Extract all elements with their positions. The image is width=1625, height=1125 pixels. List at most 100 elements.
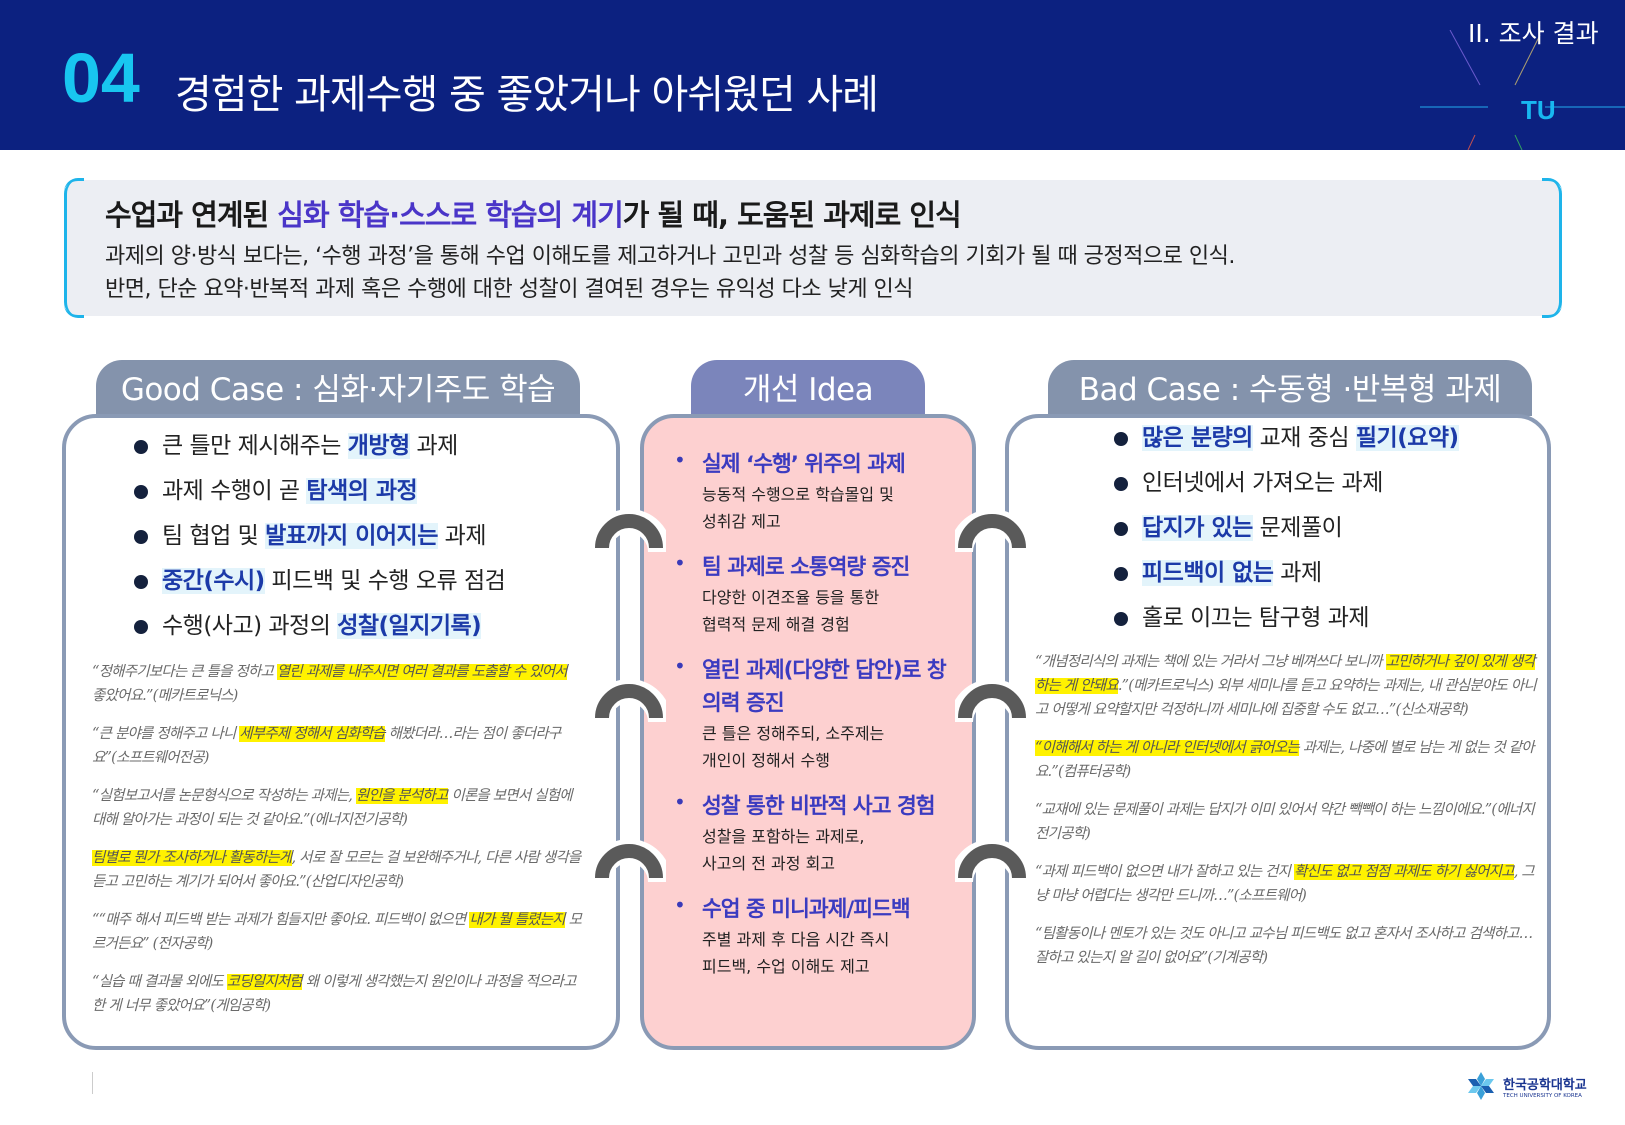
summary-heading: 수업과 연계된 심화 학습·스스로 학습의 계기가 될 때, 도움된 과제로 인… xyxy=(105,192,962,234)
idea-title: 실제 ‘수행’ 위주의 과제 xyxy=(702,452,906,477)
text-segment: 모르거든요” (전자공학) xyxy=(92,912,582,952)
bullet-item: 중간(수시) 피드백 및 수행 오류 점검 xyxy=(134,561,506,606)
idea-title: 열린 과제(다양한 답안)로 창의력 증진 xyxy=(702,658,947,716)
text-segment: “개념정리식의 과제는 책에 있는 거라서 그냥 베껴쓰다 보니까 xyxy=(1035,654,1386,670)
highlighted-text: 필기(요약) xyxy=(1355,425,1459,451)
highlighted-text: 개방형 xyxy=(347,433,410,459)
idea-item: 열린 과제(다양한 답안)로 창의력 증진큰 틀은 정해주되, 소주제는 개인이… xyxy=(674,654,964,774)
bullet-item: 인터넷에서 가져오는 과제 xyxy=(1114,463,1459,508)
page-title: 경험한 과제수행 중 좋았거나 아쉬웠던 사례 xyxy=(175,72,879,118)
summary-box: 수업과 연계된 심화 학습·스스로 학습의 계기가 될 때, 도움된 과제로 인… xyxy=(64,178,1562,318)
interview-quote: “정해주기보다는 큰 틀을 정하고 열린 과제를 내주시면 여러 결과를 도출할… xyxy=(92,660,582,708)
highlighted-text: 팀별로 뭔가 조사하거나 활동하는게 xyxy=(92,850,292,866)
link-arch-icon xyxy=(955,509,1029,553)
section-number: 04 xyxy=(62,39,140,117)
section-label: II. 조사 결과 xyxy=(1468,19,1599,48)
bullet-item: 피드백이 없는 과제 xyxy=(1114,553,1459,598)
text-segment: 팀 협업 및 xyxy=(162,523,266,549)
snowflake-logo-icon xyxy=(1468,1072,1494,1100)
bad-case-tab: Bad Case : 수동형 ·반복형 과제 xyxy=(1048,360,1532,416)
logo-korean: 한국공학대학교 xyxy=(1503,1077,1587,1093)
text-segment: 문제풀이 xyxy=(1252,515,1343,541)
text-segment: “큰 분야를 정해주고 나니 xyxy=(92,726,240,742)
highlighted-text: 열린 과제를 내주시면 여러 결과를 도출할 수 있어서 xyxy=(276,664,568,680)
link-arch-icon xyxy=(592,839,666,883)
idea-tab: 개선 Idea xyxy=(691,360,925,416)
text-segment: ““매주 해서 피드백 받는 과제가 힘들지만 좋아요. 피드백이 없으면 xyxy=(92,912,470,928)
summary-line: 과제의 양·방식 보다는, ‘수행 과정’을 통해 수업 이해도를 제고하거나 … xyxy=(105,244,1235,269)
idea-desc: 주별 과제 후 다음 시간 즉시 피드백, 수업 이해도 제고 xyxy=(702,930,890,976)
link-arch-icon xyxy=(592,509,666,553)
bullet-item: 과제 수행이 곧 탐색의 과정 xyxy=(134,471,505,516)
text-segment: “과제 피드백이 없으면 내가 잘하고 있는 건지 xyxy=(1035,864,1294,880)
link-arch-icon xyxy=(592,679,666,723)
highlighted-text: 원인을 분석하고 xyxy=(355,788,448,804)
text-segment: , 서로 잘 모르는 걸 보완해주거나, 다른 사람 생각을 듣고 고민하는 계… xyxy=(92,850,581,890)
text-segment: 수업과 연계된 xyxy=(105,198,278,232)
idea-title: 팀 과제로 소통역량 증진 xyxy=(702,555,910,580)
tu-logo-lines-icon xyxy=(1420,30,1625,150)
text-segment: “실험보고서를 논문형식으로 작성하는 과제는, xyxy=(92,788,356,804)
highlighted-text: 많은 분량의 xyxy=(1142,425,1253,451)
link-arch-icon xyxy=(955,839,1029,883)
bad-quotes: “개념정리식의 과제는 책에 있는 거라서 그냥 베껴쓰다 보니까 고민하거나 … xyxy=(1035,650,1540,984)
tu-logo: TU xyxy=(1521,95,1556,125)
bullet-item: 홀로 이끄는 탐구형 과제 xyxy=(1114,598,1459,643)
interview-quote: “실험보고서를 논문형식으로 작성하는 과제는, 원인을 분석하고 이론을 보면… xyxy=(92,784,582,832)
text-segment: 교재 중심 xyxy=(1252,425,1356,451)
text-segment: 과제 xyxy=(409,433,459,459)
text-segment: 이론을 보면서 실험에 대해 알아가는 과정이 되는 것 같아요.”(에너지전기… xyxy=(92,788,573,828)
good-case-tab: Good Case : 심화·자기주도 학습 xyxy=(96,360,580,416)
highlighted-text: 발표까지 이어지는 xyxy=(265,523,438,549)
link-arch-icon xyxy=(955,679,1029,723)
text-segment: .”(메카트로닉스) 외부 세미나를 듣고 요약하는 과제는, 내 관심분야도 … xyxy=(1035,678,1537,718)
highlighted-text: 세부주제 정해서 심화학습 xyxy=(239,726,386,742)
text-segment: 큰 틀만 제시해주는 xyxy=(162,433,348,459)
idea-desc: 능동적 수행으로 학습몰입 및 성취감 제고 xyxy=(702,485,894,531)
interview-quote: “팀활동이나 멘토가 있는 것도 아니고 교수님 피드백도 없고 혼자서 조사하… xyxy=(1035,922,1540,970)
text-segment: 좋았어요.”(메카트로닉스) xyxy=(92,688,238,704)
highlighted-text: 피드백이 없는 xyxy=(1142,560,1274,586)
good-quotes: “정해주기보다는 큰 틀을 정하고 열린 과제를 내주시면 여러 결과를 도출할… xyxy=(92,660,582,1032)
text-segment: 해봤더라…라는 점이 좋더라구요”(소프트웨어전공) xyxy=(92,726,561,766)
text-segment: 과제는, 나중에 별로 남는 게 없는 것 같아요.”(컴퓨터공학) xyxy=(1035,740,1535,780)
highlighted-text: “이해해서 하는 게 아니라 인터넷에서 긁어오는 xyxy=(1035,740,1300,756)
idea-title: 성찰 통한 비판적 사고 경험 xyxy=(702,794,936,819)
highlighted-text: 심화 학습·스스로 학습의 계기 xyxy=(277,198,623,232)
interview-quote: “개념정리식의 과제는 책에 있는 거라서 그냥 베껴쓰다 보니까 고민하거나 … xyxy=(1035,650,1540,722)
footer-divider xyxy=(92,1072,93,1094)
interview-quote: “큰 분야를 정해주고 나니 세부주제 정해서 심화학습 해봤더라…라는 점이 … xyxy=(92,722,582,770)
text-segment: 과제 수행이 곧 xyxy=(162,478,307,504)
summary-body: 과제의 양·방식 보다는, ‘수행 과정’을 통해 수업 이해도를 제고하거나 … xyxy=(105,240,1235,306)
highlighted-text: 답지가 있는 xyxy=(1142,515,1253,541)
text-segment: 가 될 때, 도움된 과제로 인식 xyxy=(622,198,962,232)
bullet-item: 답지가 있는 문제풀이 xyxy=(1114,508,1459,553)
idea-desc: 큰 틀은 정해주되, 소주제는 개인이 정해서 수행 xyxy=(702,724,885,770)
idea-desc: 성찰을 포함하는 과제로, 사고의 전 과정 회고 xyxy=(702,827,865,873)
interview-quote: “과제 피드백이 없으면 내가 잘하고 있는 건지 확신도 없고 점점 과제도 … xyxy=(1035,860,1540,908)
summary-line: 반면, 단순 요약·반복적 과제 혹은 수행에 대한 성찰이 결여된 경우는 유… xyxy=(105,277,914,302)
text-segment: 과제 xyxy=(437,523,487,549)
highlighted-text: 탐색의 과정 xyxy=(306,478,418,504)
text-segment: 홀로 이끄는 탐구형 과제 xyxy=(1142,605,1370,631)
bullet-item: 큰 틀만 제시해주는 개방형 과제 xyxy=(134,426,505,471)
highlighted-text: 성찰(일지기록) xyxy=(337,613,482,639)
text-segment: 피드백 및 수행 오류 점검 xyxy=(264,568,506,594)
idea-title: 수업 중 미니과제/피드백 xyxy=(702,897,911,922)
text-segment: 왜 이렇게 생각했는지 원인이나 과정을 적으라고 한 게 너무 좋았어요”(게… xyxy=(92,974,576,1014)
highlighted-text: 코딩일지처럼 xyxy=(226,974,303,990)
text-segment: 인터넷에서 가져오는 과제 xyxy=(1142,470,1383,496)
highlighted-text: 중간(수시) xyxy=(162,568,265,594)
interview-quote: “이해해서 하는 게 아니라 인터넷에서 긁어오는 과제는, 나중에 별로 남는… xyxy=(1035,736,1540,784)
highlighted-text: 내가 뭘 틀렸는지 xyxy=(469,912,566,928)
interview-quote: “실습 때 결과물 외에도 코딩일지처럼 왜 이렇게 생각했는지 원인이나 과정… xyxy=(92,970,582,1018)
text-segment: 과제 xyxy=(1273,560,1322,586)
interview-quote: 팀별로 뭔가 조사하거나 활동하는게, 서로 잘 모르는 걸 보완해주거나, 다… xyxy=(92,846,582,894)
